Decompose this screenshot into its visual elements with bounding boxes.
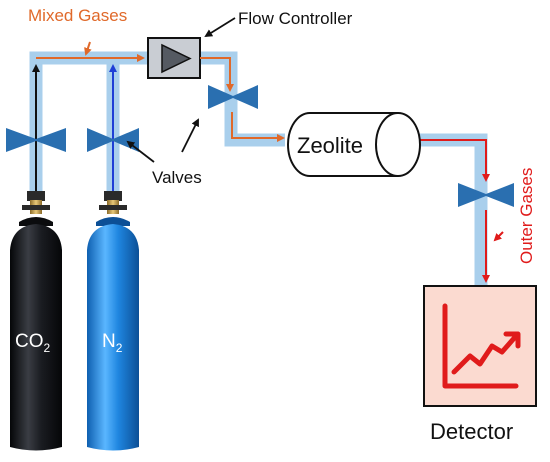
detector-box (423, 285, 537, 407)
n2-label: N2 (102, 331, 123, 355)
flow-controller-pointer (204, 17, 236, 38)
pipe-zeolite-to-detector (415, 133, 488, 286)
valves-label: Valves (152, 168, 202, 187)
valve-outlet (458, 183, 514, 207)
mixed-gases-label: Mixed Gases (28, 6, 127, 25)
pipe-co2-riser (29, 51, 148, 195)
mixed-gases-pointer (84, 41, 92, 56)
controller-out-arrow (200, 57, 234, 92)
valve-icon (6, 85, 514, 207)
zeolite-column (286, 112, 421, 177)
zeolite-label: Zeolite (297, 133, 363, 158)
co2-label: CO2 (15, 331, 51, 355)
flow-arrows (32, 41, 504, 283)
outer-gases-label: Outer Gases (517, 168, 536, 264)
valve-co2 (6, 128, 66, 152)
valve-mid (208, 85, 258, 109)
to-zeolite-arrow (231, 112, 285, 142)
flow-controller-label: Flow Controller (238, 9, 353, 28)
chart-trend-up-icon (442, 303, 521, 389)
valves-pointers (126, 118, 199, 163)
co2-cylinder (10, 191, 62, 451)
detector-label: Detector (430, 419, 513, 444)
flow-controller-icon (147, 37, 201, 79)
outer-gases-pointer (493, 231, 504, 242)
from-zeolite-arrow (413, 139, 490, 182)
valve-n2 (87, 128, 139, 152)
n2-cylinder (87, 191, 139, 451)
